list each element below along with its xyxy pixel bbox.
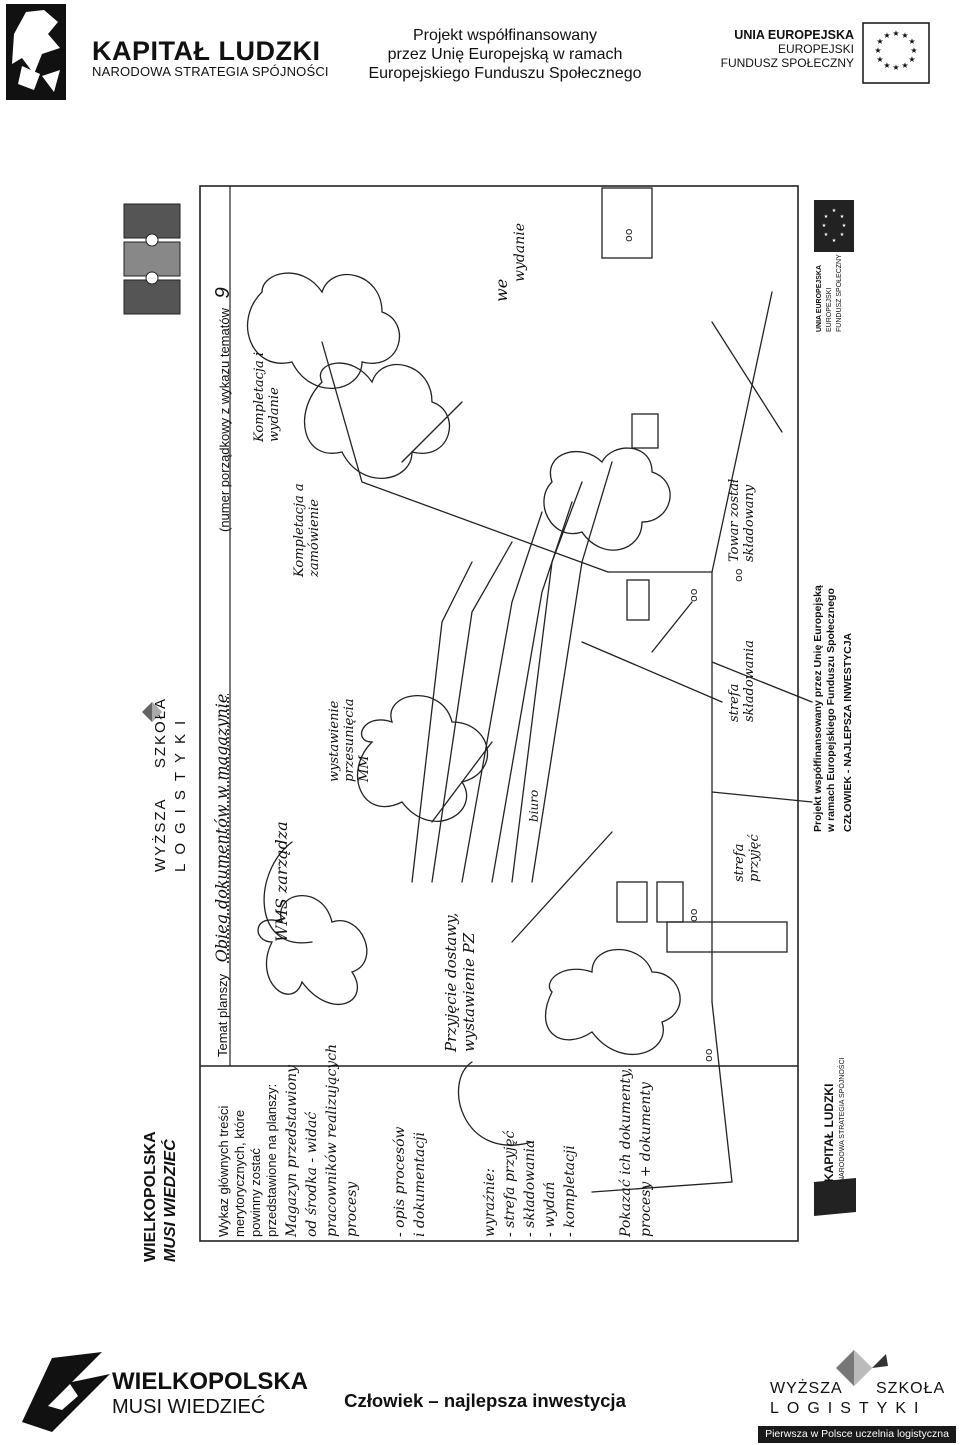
hw-list-12: Pokazać ich dokumenty, — [618, 1067, 634, 1237]
svg-text:★: ★ — [892, 29, 899, 38]
form-kl-title: KAPITAŁ LUDZKI — [822, 1083, 836, 1182]
wsl-tagline: Pierwsza w Polsce uczelnia logistyczna — [758, 1426, 956, 1443]
form-wsl-a: WYŻSZA SZKOŁA — [152, 696, 169, 872]
form-ue-3: FUNDUSZ SPOŁECZNY — [836, 254, 843, 332]
eu-line-1: UNIA EUROPEJSKA — [734, 28, 854, 42]
project-line-2: przez Unię Europejską w ramach — [387, 46, 623, 63]
hw-list-13: procesy + dokumenty — [638, 1082, 654, 1237]
hw-list-9: - składowania — [522, 1139, 538, 1237]
kapital-ludzki-subtitle: NARODOWA STRATEGIA SPÓJNOŚCI — [92, 64, 329, 79]
topic-value: Obieg dokumentów w magazynie — [212, 693, 231, 963]
list-label-4: przedstawione na planszy: — [264, 1083, 279, 1237]
svg-text:oo: oo — [622, 228, 635, 242]
wsl-logo-icon — [836, 1350, 888, 1386]
hw-label-wydanie: wydanie — [512, 223, 528, 282]
svg-text:★: ★ — [824, 232, 829, 238]
svg-text:★: ★ — [901, 61, 908, 70]
slogan: Człowiek – najlepsza inwestycja — [344, 1390, 626, 1411]
svg-text:★: ★ — [883, 61, 890, 70]
svg-text:★: ★ — [822, 223, 827, 229]
svg-text:★: ★ — [901, 31, 908, 40]
svg-text:★: ★ — [832, 238, 837, 244]
hw-list-2: od środka - widać — [304, 1111, 320, 1237]
number-value: 9 — [212, 287, 234, 299]
topic-label: Temat planszy Obieg dokumentów w magazyn… — [212, 693, 231, 1057]
svg-text:★: ★ — [883, 31, 890, 40]
hw-cloud-wyst: wystawienie przesunięcia MM — [327, 698, 372, 782]
form-kl-sub: NARODOWA STRATEGIA SPÓJNOŚCI — [839, 1057, 846, 1182]
svg-text:★: ★ — [910, 46, 917, 55]
form-wm-title: WIELKOPOLSKA — [142, 1131, 159, 1262]
hw-list-6: i dokumentacji — [412, 1131, 428, 1237]
hw-list-11: - kompletacji — [562, 1145, 578, 1237]
form-wm-sub: MUSI WIEDZIEĆ — [162, 1139, 179, 1262]
svg-text:oo: oo — [687, 908, 700, 922]
svg-text:★: ★ — [824, 214, 829, 220]
wsl-word-c: LOGISTYKI — [770, 1400, 927, 1417]
svg-text:★: ★ — [840, 232, 845, 238]
project-cofinanced-text: Projekt współfinansowany przez Unię Euro… — [340, 26, 670, 83]
hw-cloud-kompletacja: Kompletacja a zamówienie — [292, 483, 322, 577]
hw-cloud-towar: Towar został składowany — [727, 478, 757, 562]
svg-text:★: ★ — [876, 55, 883, 64]
project-line-1: Projekt współfinansowany — [412, 27, 598, 44]
hw-label-strefa-skladowania: strefa składowania — [727, 640, 757, 722]
form-ue-1: UNIA EUROPEJSKA — [816, 264, 823, 332]
list-label-2: merytorycznych, które — [232, 1109, 247, 1237]
svg-text:oo: oo — [702, 1048, 715, 1062]
list-label: Wykaz głównych treści — [216, 1105, 231, 1237]
kapital-ludzki-logo — [6, 4, 66, 100]
hw-list-4: procesy — [344, 1181, 360, 1237]
form-proj-1: Projekt współfinansowany przez Unię Euro… — [812, 585, 824, 832]
eu-line-3: FUNDUSZ SPOŁECZNY — [720, 56, 854, 70]
hw-list-8: - strefa przyjęć — [502, 1130, 518, 1237]
wielkopolska-logo-icon — [22, 1352, 110, 1432]
wsl-word-a: WYŻSZA — [770, 1380, 843, 1397]
form-ue-2: EUROPEJSKI — [826, 287, 833, 332]
hw-list-10: - wydań — [542, 1181, 558, 1237]
svg-text:★: ★ — [832, 208, 837, 214]
form-wsl-c: LOGISTYKI — [172, 711, 189, 872]
hw-label-strefa-przyjec: strefa przyjęć — [732, 834, 762, 882]
svg-text:★: ★ — [874, 46, 881, 55]
hw-list-5: - opis procesów — [392, 1126, 408, 1238]
wielkopolska-title: WIELKOPOLSKA — [112, 1368, 308, 1395]
wsl-word-b: SZKOŁA — [876, 1380, 946, 1397]
list-label-3: powinny zostać — [248, 1148, 263, 1237]
eu-text: UNIA EUROPEJSKA EUROPEJSKI FUNDUSZ SPOŁE… — [720, 28, 854, 70]
hw-list-3: pracowników realizujących — [324, 1043, 340, 1237]
hw-label-we: we — [492, 278, 511, 302]
hw-list-1: Magazyn przedstawiony — [284, 1065, 300, 1237]
hw-cloud-przyjecie: Przyjęcie dostawy, wystawienie PZ — [442, 912, 478, 1052]
svg-text:★: ★ — [840, 214, 845, 220]
svg-text:★: ★ — [892, 63, 899, 72]
svg-text:★: ★ — [876, 37, 883, 46]
svg-text:★: ★ — [908, 37, 915, 46]
hw-list-7: wyraźnie: — [482, 1168, 498, 1237]
svg-text:oo: oo — [687, 588, 700, 602]
project-line-3: Europejskiego Funduszu Społecznego — [368, 65, 642, 82]
sketch-drawing: ★★★ ★★★ ★★ — [123, 185, 856, 1242]
svg-text:★: ★ — [908, 55, 915, 64]
eu-line-2: EUROPEJSKI — [777, 42, 854, 56]
wielkopolska-subtitle: MUSI WIEDZIEĆ — [112, 1396, 266, 1418]
scanned-planning-sheet: ★★★ ★★★ ★★ — [112, 182, 866, 1262]
hw-cloud-wydanie: Kompletacja i wydanie — [252, 351, 282, 442]
form-proj-3: CZŁOWIEK - NAJLEPSZA INWESTYCJA — [842, 632, 854, 832]
hw-cloud-wms: WMS zarządza — [272, 821, 291, 942]
svg-text:oo: oo — [732, 568, 745, 582]
page-header: KAPITAŁ LUDZKI NARODOWA STRATEGIA SPÓJNO… — [0, 0, 960, 110]
number-label: (numer porządkowy z wykazu tematów 9 — [212, 287, 234, 532]
hw-label-biuro: biuro — [527, 789, 541, 822]
eu-flag-icon: ★★★ ★★★ ★★★ ★★★ — [862, 22, 930, 84]
form-proj-2: w ramach Europejskiego Funduszu Społeczn… — [825, 588, 837, 832]
kapital-ludzki-title: KAPITAŁ LUDZKI — [92, 36, 321, 66]
svg-text:★: ★ — [842, 223, 847, 229]
